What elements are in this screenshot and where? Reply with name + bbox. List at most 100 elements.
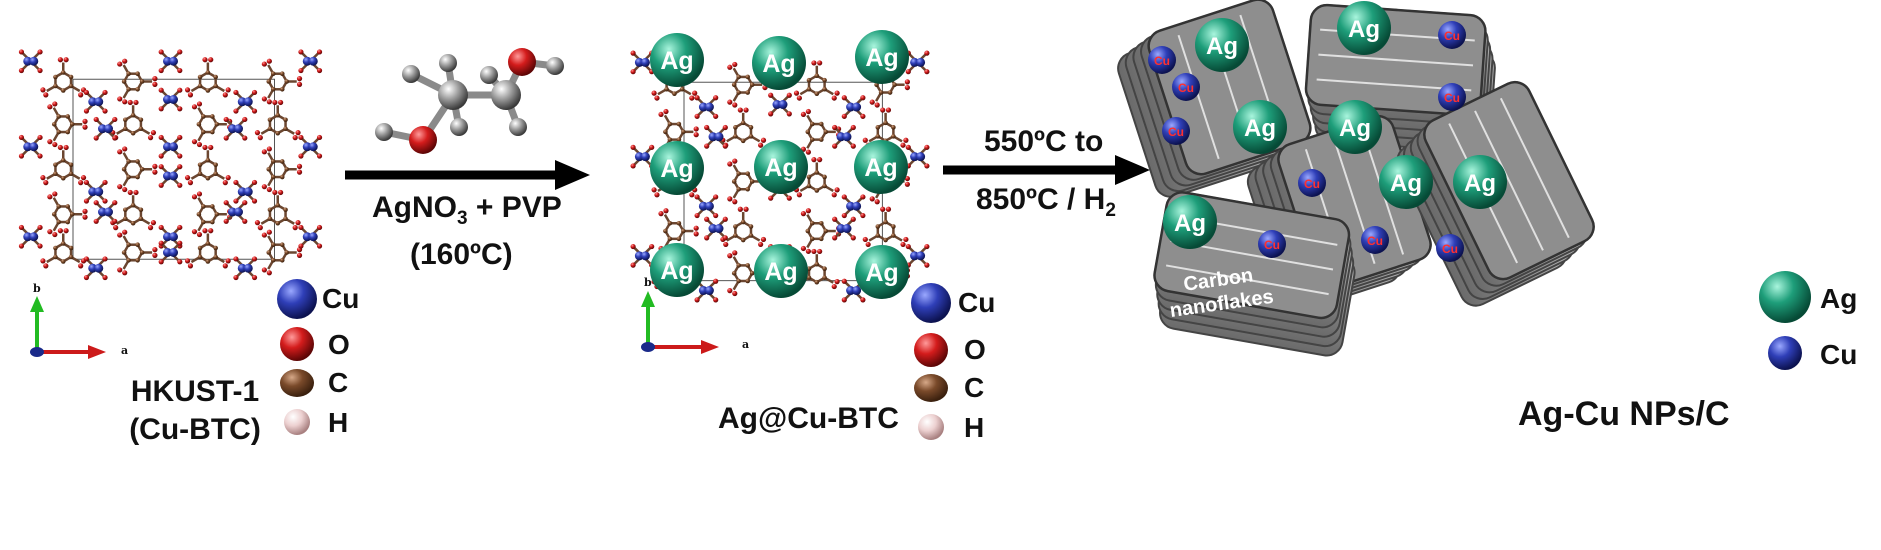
c-atom bbox=[123, 126, 128, 132]
ag-sphere bbox=[1453, 155, 1507, 209]
o-atom bbox=[860, 297, 866, 303]
c-atom bbox=[733, 224, 738, 229]
o-atom bbox=[43, 263, 49, 269]
o-atom bbox=[904, 175, 910, 182]
cu-atom bbox=[29, 232, 39, 242]
o-atom bbox=[261, 96, 267, 102]
c-atom bbox=[197, 83, 203, 89]
o-atom bbox=[793, 90, 800, 96]
o-atom bbox=[885, 206, 892, 212]
c-atom bbox=[810, 236, 815, 242]
cu-nanoparticle: Cu bbox=[1436, 234, 1464, 262]
c-atom bbox=[875, 125, 881, 130]
c-atom bbox=[672, 91, 677, 97]
c-atom bbox=[196, 211, 202, 217]
o-atom bbox=[692, 90, 698, 96]
o-atom bbox=[316, 224, 323, 231]
ag-nanoparticle: Ag bbox=[854, 140, 908, 194]
c-atom bbox=[126, 159, 131, 164]
o-atom bbox=[292, 135, 298, 141]
cu-sphere-label: Cu bbox=[1154, 54, 1170, 68]
o-atom bbox=[841, 95, 847, 101]
o-atom bbox=[654, 95, 660, 101]
o-atom bbox=[630, 69, 636, 75]
c-atom bbox=[205, 259, 211, 264]
unit-cell-frame bbox=[72, 78, 275, 260]
cu-sphere-label: Cu bbox=[1442, 242, 1458, 256]
c-atom bbox=[60, 70, 66, 75]
o-atom bbox=[817, 60, 823, 66]
ag-sphere bbox=[1328, 100, 1382, 154]
o-atom bbox=[880, 206, 886, 212]
o-atom bbox=[850, 124, 856, 131]
o-atom bbox=[127, 189, 133, 196]
cu-atom bbox=[169, 248, 178, 257]
o-atom bbox=[727, 196, 733, 202]
o-atom bbox=[760, 137, 767, 143]
step1-reagent-base: AgNO bbox=[372, 191, 457, 224]
hkust-1-lattice bbox=[18, 49, 323, 281]
o-atom bbox=[732, 250, 738, 256]
o-atom bbox=[147, 225, 154, 231]
o-atom bbox=[316, 134, 323, 141]
o-atom bbox=[257, 225, 263, 231]
ag-nanoparticle: Ag bbox=[752, 36, 806, 90]
ag-sphere-label: Ag bbox=[1464, 170, 1496, 197]
cu-atom bbox=[243, 263, 253, 273]
cu-atom bbox=[842, 132, 852, 142]
c-atom bbox=[875, 134, 881, 139]
ag-sphere-label: Ag bbox=[1206, 33, 1238, 60]
o-atom bbox=[800, 111, 807, 118]
o-atom bbox=[254, 130, 261, 136]
o-atom bbox=[225, 87, 231, 93]
ag-sphere bbox=[650, 243, 704, 297]
ag-sphere-label: Ag bbox=[660, 155, 693, 183]
cu-nanoparticle: Cu bbox=[1361, 226, 1389, 254]
c-atom bbox=[213, 162, 218, 168]
o-atom bbox=[117, 149, 123, 155]
c-atom bbox=[275, 220, 281, 226]
ag-nanoparticle: Ag bbox=[754, 140, 808, 194]
c-atom bbox=[279, 71, 285, 77]
c-atom bbox=[130, 130, 136, 136]
c-atom bbox=[805, 129, 811, 135]
cu-atom bbox=[234, 207, 243, 217]
o-atom bbox=[93, 135, 99, 141]
c-atom bbox=[213, 254, 218, 260]
o-atom bbox=[47, 104, 53, 110]
o-atom bbox=[805, 208, 811, 214]
c-atom bbox=[748, 134, 754, 139]
o-atom bbox=[83, 89, 90, 96]
c-atom bbox=[65, 204, 71, 209]
o-atom bbox=[860, 113, 866, 119]
o-atom bbox=[83, 108, 90, 114]
o-atom bbox=[191, 104, 198, 110]
o-atom bbox=[860, 95, 866, 101]
c-atom bbox=[139, 166, 145, 172]
o-atom bbox=[177, 240, 183, 246]
o-atom bbox=[869, 196, 875, 202]
o-atom bbox=[296, 76, 303, 82]
c-atom bbox=[279, 86, 285, 92]
legend-o-label-2: O bbox=[964, 334, 986, 365]
c-atom bbox=[745, 90, 750, 95]
c-atom bbox=[819, 236, 824, 242]
cu-atom bbox=[714, 132, 724, 142]
o-atom bbox=[150, 130, 157, 136]
o-atom bbox=[196, 141, 203, 148]
ag-nanoparticle: Ag bbox=[855, 245, 909, 299]
c-atom bbox=[279, 159, 285, 164]
c-atom bbox=[210, 114, 215, 119]
o-atom bbox=[158, 182, 164, 188]
o-atom bbox=[924, 69, 930, 75]
cu-nanoparticle: Cu bbox=[1438, 83, 1466, 111]
o-atom bbox=[316, 49, 323, 55]
cu-atom bbox=[916, 57, 926, 67]
c-atom bbox=[130, 220, 136, 226]
c-atom bbox=[60, 259, 66, 264]
o-atom bbox=[261, 61, 267, 67]
o-atom bbox=[251, 198, 258, 204]
legend-o-sphere-2 bbox=[914, 333, 948, 367]
c-atom bbox=[814, 279, 820, 285]
o-atom bbox=[37, 67, 43, 74]
